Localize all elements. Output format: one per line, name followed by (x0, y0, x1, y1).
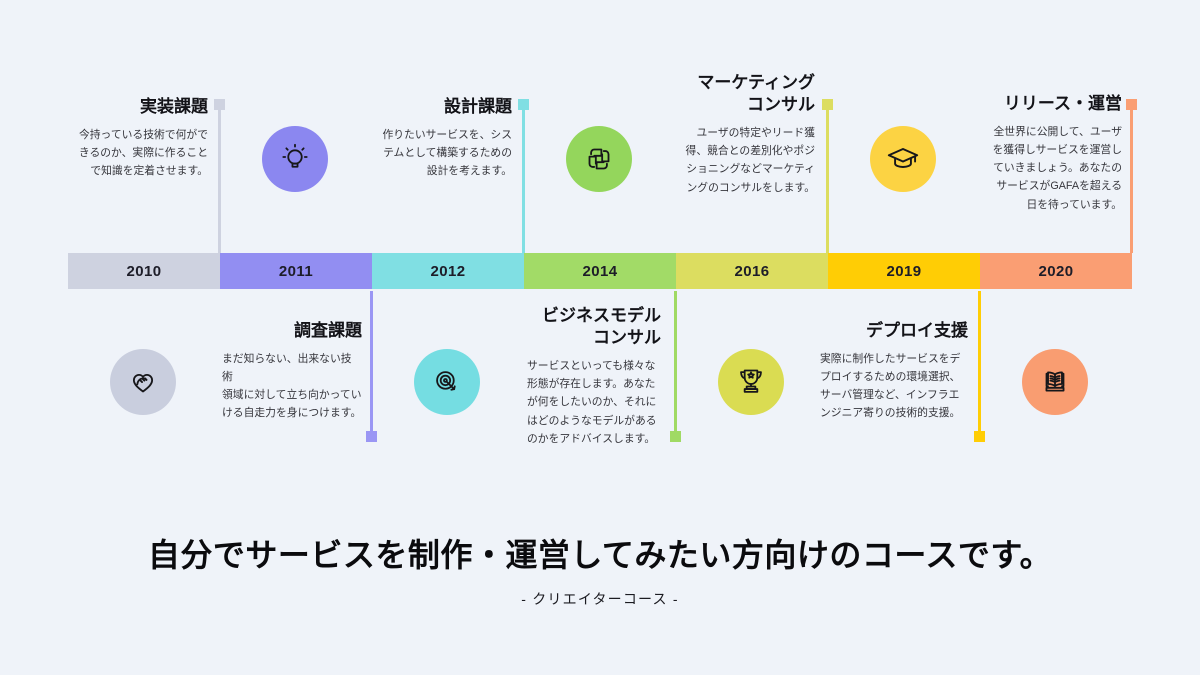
year-label: 2011 (278, 262, 314, 280)
timeline-bar: 2010 2011 2012 2014 2016 2019 2020 (68, 253, 1132, 289)
milestone-title: デプロイ支援 (866, 321, 968, 340)
connector-line-2010 (218, 104, 221, 253)
milestone-2016-text: マーケティング コンサル ユーザの特定やリード獲 得、競合との差別化やポジ ショ… (675, 72, 815, 197)
milestone-2019-text: デプロイ支援 実際に制作したサービスをデ プロイするための環境選択、 サーバ管理… (820, 320, 968, 423)
milestone-title: ビジネスモデル コンサル (542, 306, 661, 348)
connector-cap-2019 (974, 431, 985, 442)
connector-cap-2016 (822, 99, 833, 110)
footer-subheading: - クリエイターコース - (521, 591, 679, 607)
year-label: 2020 (1038, 262, 1074, 280)
milestone-2020-text: リリース・運営 全世界に公開して、ユーザ を獲得しサービスを運営し ていきましょ… (980, 93, 1122, 214)
trophy-icon (740, 369, 762, 393)
year-label: 2010 (126, 262, 162, 280)
milestone-2010-text: 実装課題 今持っている技術で何がで きるのか、実際に作ること で知識を定着させま… (66, 96, 208, 180)
milestone-description: 全世界に公開して、ユーザ を獲得しサービスを運営し ていきましょう。あなたの サ… (992, 126, 1122, 211)
milestone-title: 実装課題 (140, 97, 208, 116)
timeline-segment-2012: 2012 (372, 253, 524, 289)
milestone-description: 実際に制作したサービスをデ プロイするための環境選択、 サーバ管理など、インフラ… (820, 353, 961, 420)
connector-cap-2012 (518, 99, 529, 110)
target-icon (436, 371, 456, 391)
milestone-title: 設計課題 (444, 97, 512, 116)
milestone-2014-text: ビジネスモデル コンサル サービスといっても様々な 形態が存在します。あなた が… (527, 305, 661, 448)
lightbulb-icon (282, 143, 308, 168)
year-label: 2019 (886, 262, 922, 280)
milestone-title: マーケティング コンサル (697, 73, 815, 115)
year-label: 2016 (734, 262, 770, 280)
icon-circle-2012 (414, 349, 480, 415)
milestone-title: 調査課題 (294, 321, 362, 340)
open-book-icon (1045, 371, 1065, 392)
timeline-segment-2011: 2011 (220, 253, 372, 289)
connector-line-2014 (674, 291, 677, 432)
icon-circle-2010 (110, 349, 176, 415)
milestone-2011-text: 調査課題 まだ知らない、出来ない技術 領域に対して立ち向かってい ける自走力を身… (222, 320, 362, 423)
timeline-segment-2014: 2014 (524, 253, 676, 289)
milestone-description: まだ知らない、出来ない技術 領域に対して立ち向かってい ける自走力を身につけます… (222, 353, 362, 420)
icon-circle-2011 (262, 126, 328, 192)
hand-heart-icon (132, 373, 154, 393)
milestone-title: リリース・運営 (1003, 94, 1122, 113)
icon-circle-2019 (870, 126, 936, 192)
timeline-segment-2016: 2016 (676, 253, 828, 289)
connector-line-2020 (1130, 104, 1133, 253)
connector-cap-2014 (670, 431, 681, 442)
icon-circle-2014 (566, 126, 632, 192)
connector-cap-2010 (214, 99, 225, 110)
graduation-cap-icon (887, 148, 919, 168)
icon-circle-2016 (718, 349, 784, 415)
teamwork-hands-icon (588, 148, 610, 170)
milestone-2012-text: 設計課題 作りたいサービスを、シス テムとして構築するための 設計を考えます。 (370, 96, 512, 180)
milestone-description: 作りたいサービスを、シス テムとして構築するための 設計を考えます。 (382, 129, 512, 178)
connector-line-2016 (826, 104, 829, 253)
year-label: 2014 (582, 262, 618, 280)
icon-circle-2020 (1022, 349, 1088, 415)
timeline-segment-2010: 2010 (68, 253, 220, 289)
year-label: 2012 (430, 262, 466, 280)
milestone-description: サービスといっても様々な 形態が存在します。あなた が何をしたいのか、それに は… (527, 360, 657, 445)
connector-cap-2020 (1126, 99, 1137, 110)
timeline-segment-2020: 2020 (980, 253, 1132, 289)
timeline-segment-2019: 2019 (828, 253, 980, 289)
connector-line-2019 (978, 291, 981, 432)
connector-cap-2011 (366, 431, 377, 442)
connector-line-2011 (370, 291, 373, 432)
connector-line-2012 (522, 104, 525, 253)
milestone-description: 今持っている技術で何がで きるのか、実際に作ること で知識を定着させます。 (78, 129, 208, 178)
milestone-description: ユーザの特定やリード獲 得、競合との差別化やポジ ショニングなどマーケティ ング… (685, 127, 815, 194)
footer-heading: 自分でサービスを制作・運営してみたい方向けのコースです。 (147, 537, 1053, 573)
